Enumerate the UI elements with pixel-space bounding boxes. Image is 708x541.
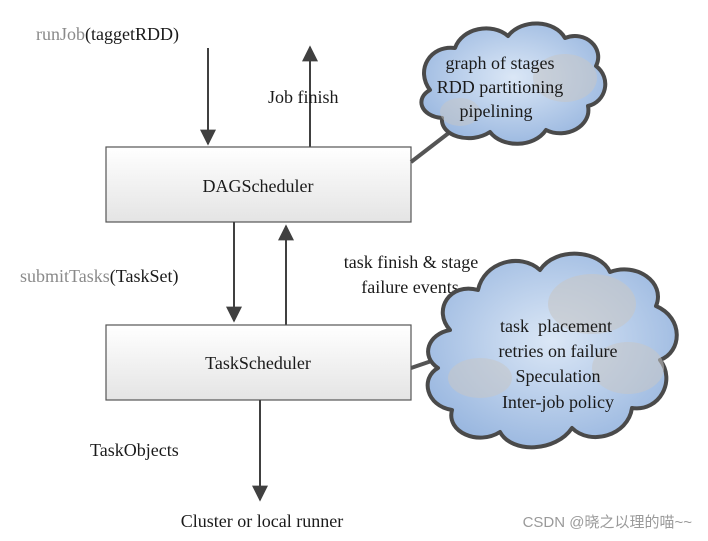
run-job-args: (taggetRDD) xyxy=(85,24,179,45)
submit-tasks-label: submitTasks(TaskSet) xyxy=(20,266,178,287)
task-scheduler-box xyxy=(105,324,412,401)
dag-scheduler-box xyxy=(105,146,412,223)
csdn-watermark: CSDN @晓之以理的喵~~ xyxy=(523,514,693,531)
task-cloud: task placement retries on failure Specul… xyxy=(425,251,679,450)
task-objects-label: TaskObjects xyxy=(90,440,179,460)
dag-cloud-line-3: pipelining xyxy=(460,101,533,121)
dag-cloud-line-1: graph of stages xyxy=(446,53,555,73)
run-job-label: runJob(taggetRDD) xyxy=(36,24,179,45)
task-cloud-line-3: Speculation xyxy=(516,366,601,386)
task-cloud-line-4: Inter-job policy xyxy=(502,392,614,412)
task-scheduler-label: TaskScheduler xyxy=(205,353,311,373)
submit-tasks-func: submitTasks xyxy=(20,266,110,286)
job-finish-label: Job finish xyxy=(268,87,339,107)
task-events-line-2: failure events xyxy=(361,277,458,297)
task-cloud-line-2: retries on failure xyxy=(499,341,618,361)
dag-cloud: graph of stages RDD partitioning pipelin… xyxy=(419,21,608,146)
dag-scheduler-label: DAGScheduler xyxy=(203,176,314,196)
task-cloud-line-1: task placement xyxy=(500,316,612,336)
cluster-runner-label: Cluster or local runner xyxy=(181,511,343,531)
run-job-func: runJob xyxy=(36,24,85,44)
dag-cloud-connector xyxy=(409,130,452,164)
task-events-line-1: task finish & stage xyxy=(344,252,478,272)
submit-tasks-args: (TaskSet) xyxy=(110,266,179,287)
dag-cloud-line-2: RDD partitioning xyxy=(437,77,564,97)
